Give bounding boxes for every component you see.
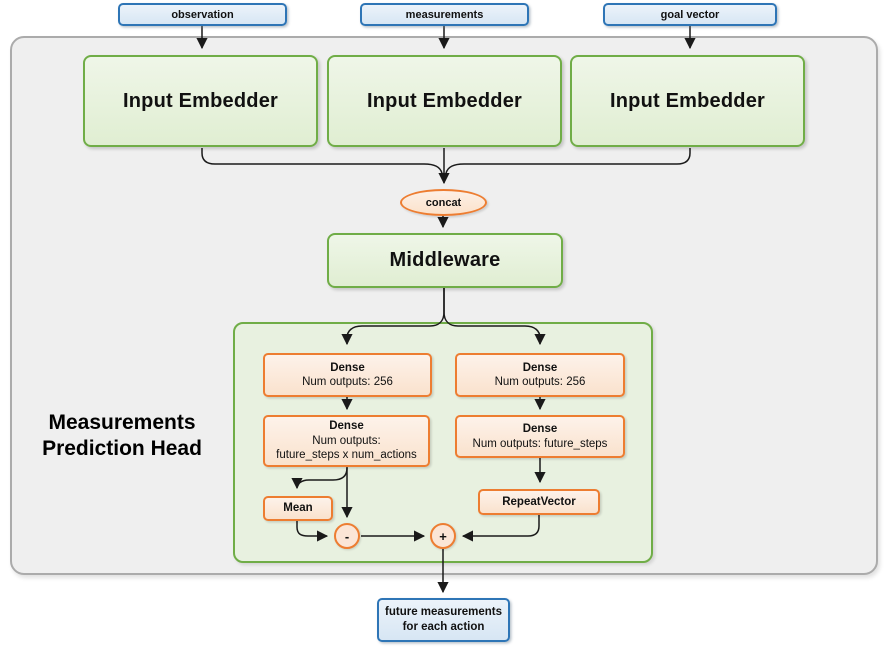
input-label: observation xyxy=(171,8,234,21)
output-label-line2: for each action xyxy=(402,621,485,633)
prediction-head-title-line1: Measurements xyxy=(48,411,196,434)
middleware-label: Middleware xyxy=(389,249,501,271)
prediction-head-title-line2: Prediction Head xyxy=(42,437,202,460)
dense-num-outputs: Num outputs: xyxy=(312,434,381,447)
minus-operator-icon: - xyxy=(334,523,360,549)
repeat-vector-box: RepeatVector xyxy=(478,489,600,515)
dense-num-outputs: Num outputs: future_steps xyxy=(472,437,608,450)
output-label-line1: future measurements xyxy=(385,606,502,618)
plus-label: + xyxy=(439,528,447,544)
dense-num-outputs-2: future_steps x num_actions xyxy=(276,449,417,462)
embedder-label: Input Embedder xyxy=(366,89,523,112)
dense-num-outputs: Num outputs: 256 xyxy=(494,376,586,388)
dense-measurements-2: Dense Num outputs: future_steps xyxy=(455,415,625,458)
dense-title: Dense xyxy=(330,361,365,374)
concat-node: concat xyxy=(400,189,487,216)
input-embedder-observation: Input Embedder xyxy=(83,55,318,147)
input-box-goal-vector: goal vector xyxy=(603,3,777,26)
embedder-label: Input Embedder xyxy=(122,89,279,112)
embedder-label: Input Embedder xyxy=(609,89,766,112)
dense-actions-1: Dense Num outputs: 256 xyxy=(263,353,432,397)
input-embedder-goal-vector: Input Embedder xyxy=(570,55,805,147)
input-box-observation: observation xyxy=(118,3,287,26)
dense-num-outputs: Num outputs: 256 xyxy=(302,376,393,388)
input-label: measurements xyxy=(405,8,484,21)
middleware-box: Middleware xyxy=(327,233,563,288)
repeat-vector-label: RepeatVector xyxy=(502,495,576,508)
dense-title: Dense xyxy=(522,423,558,435)
input-box-measurements: measurements xyxy=(360,3,529,26)
output-box-future-measurements: future measurements for each action xyxy=(377,598,510,642)
input-label: goal vector xyxy=(660,8,720,21)
plus-operator-icon: + xyxy=(430,523,456,549)
prediction-head-title: Measurements Prediction Head xyxy=(22,410,222,462)
dense-actions-2: Dense Num outputs: future_steps x num_ac… xyxy=(263,415,430,467)
mean-label: Mean xyxy=(283,502,313,515)
mean-box: Mean xyxy=(263,496,333,521)
dense-title: Dense xyxy=(522,361,558,374)
dense-title: Dense xyxy=(329,420,364,433)
concat-label: concat xyxy=(425,196,462,209)
input-embedder-measurements: Input Embedder xyxy=(327,55,562,147)
dense-measurements-1: Dense Num outputs: 256 xyxy=(455,353,625,397)
minus-label: - xyxy=(344,528,350,544)
